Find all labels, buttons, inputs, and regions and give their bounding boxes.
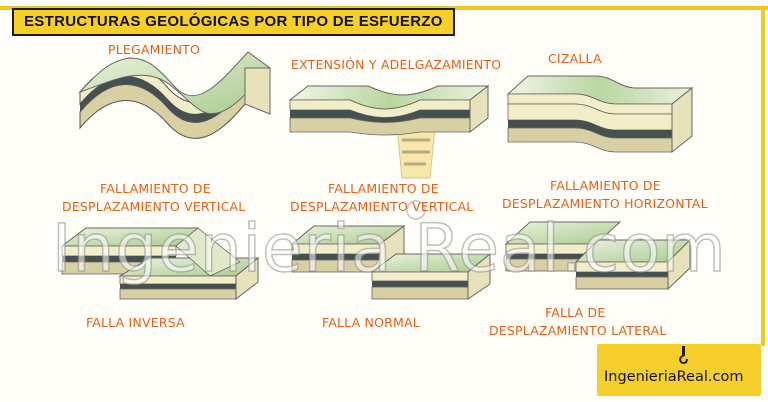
brand-badge (597, 344, 761, 396)
label-vertical-fault-line1: FALLAMIENTO DE (100, 181, 211, 196)
watermark-text: Ingenieria Real.com (51, 209, 727, 288)
crane-hook-icon (679, 346, 688, 365)
label-vertical-fault2-line1: FALLAMIENTO DE (328, 181, 439, 196)
label-lateral-fault-line1: FALLA DE (545, 305, 606, 320)
label-vertical-fault-line2: DESPLAZAMIENTO VERTICAL (62, 199, 246, 214)
label-extension: EXTENSIÓN Y ADELGAZAMIENTO (291, 57, 502, 72)
label-vertical-fault2-line2: DESPLAZAMIENTO VERTICAL (290, 199, 474, 214)
shear-block (506, 75, 694, 154)
label-lateral-fault-line2: DESPLAZAMIENTO LATERAL (489, 323, 667, 338)
brand-link[interactable]: IngenieriaReal.com (604, 369, 744, 385)
label-reverse-fault: FALLA INVERSA (86, 315, 185, 330)
label-shear: CIZALLA (548, 51, 602, 66)
lateral-fault-block (504, 221, 692, 291)
label-folding: PLEGAMIENTO (108, 42, 201, 57)
extension-thinning-block (288, 84, 490, 136)
reverse-fault-block (60, 227, 260, 301)
folding-block (78, 51, 271, 139)
label-normal-fault: FALLA NORMAL (322, 315, 420, 330)
page-title: ESTRUCTURAS GEOLÓGICAS POR TIPO DE ESFUE… (12, 8, 455, 36)
label-horizontal-fault-line1: FALLAMIENTO DE (550, 178, 661, 193)
label-horizontal-fault-line2: DESPLAZAMIENTO HORIZONTAL (502, 196, 708, 211)
frame-right-border (761, 6, 765, 346)
normal-fault-block (290, 225, 492, 300)
